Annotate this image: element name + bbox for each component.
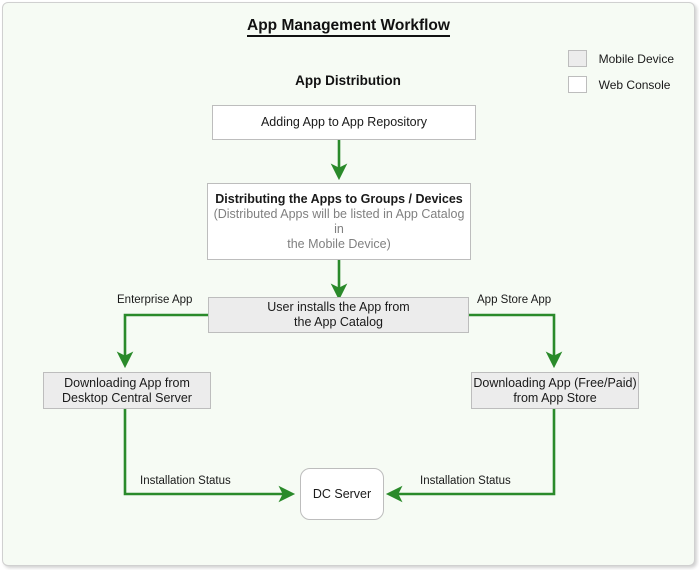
legend-item-label: Mobile Device bbox=[598, 51, 674, 66]
node-user-installs-line1: User installs the App from bbox=[267, 300, 410, 314]
node-adding-app[interactable]: Adding App to App Repository bbox=[212, 105, 476, 140]
node-dc-server[interactable]: DC Server bbox=[300, 468, 384, 520]
connector-layer bbox=[116, 139, 563, 503]
edge-label-enterprise-app: Enterprise App bbox=[117, 294, 193, 306]
filled-square-icon bbox=[567, 50, 587, 67]
node-user-installs-line2: the App Catalog bbox=[294, 315, 383, 329]
node-distributing-apps[interactable]: Distributing the Apps to Groups / Device… bbox=[207, 183, 471, 260]
legend-item-label: Web Console bbox=[598, 77, 671, 92]
page-title: App Management Workflow bbox=[3, 17, 694, 37]
connector-user-to-download-dc bbox=[116, 313, 208, 369]
node-dc-server-label: DC Server bbox=[312, 486, 372, 501]
section-subtitle: App Distribution bbox=[295, 73, 401, 88]
connector-download-dc-to-server bbox=[123, 407, 296, 503]
empty-square-icon bbox=[567, 76, 587, 93]
node-adding-app-label: Adding App to App Repository bbox=[260, 115, 428, 129]
legend: Mobile Device Web Console bbox=[567, 50, 674, 102]
node-download-app-store[interactable]: Downloading App (Free/Paid) from App Sto… bbox=[471, 372, 639, 409]
legend-item-web-console: Web Console bbox=[567, 76, 674, 93]
node-download-store-line2: from App Store bbox=[513, 390, 597, 405]
node-distributing-line1: Distributing the Apps to Groups / Device… bbox=[215, 191, 463, 206]
page-title-text: App Management Workflow bbox=[247, 17, 450, 37]
node-download-store-line1: Downloading App (Free/Paid) bbox=[473, 375, 637, 390]
node-download-desktop-central[interactable]: Downloading App from Desktop Central Ser… bbox=[43, 372, 211, 409]
node-download-dc-line1: Downloading App from bbox=[64, 375, 190, 390]
node-download-dc-line2: Desktop Central Server bbox=[62, 390, 192, 405]
edge-label-app-store-app: App Store App bbox=[477, 294, 552, 306]
edge-label-installation-status-right: Installation Status bbox=[420, 475, 511, 487]
node-user-installs[interactable]: User installs the App from the App Catal… bbox=[208, 297, 469, 333]
edge-label-installation-status-left: Installation Status bbox=[140, 475, 231, 487]
legend-item-mobile-device: Mobile Device bbox=[567, 50, 674, 67]
node-distributing-line3: the Mobile Device) bbox=[287, 236, 391, 251]
connector-user-to-download-store bbox=[469, 313, 563, 369]
connector-download-store-to-server bbox=[385, 407, 556, 503]
node-distributing-line2: (Distributed Apps will be listed in App … bbox=[213, 206, 465, 236]
